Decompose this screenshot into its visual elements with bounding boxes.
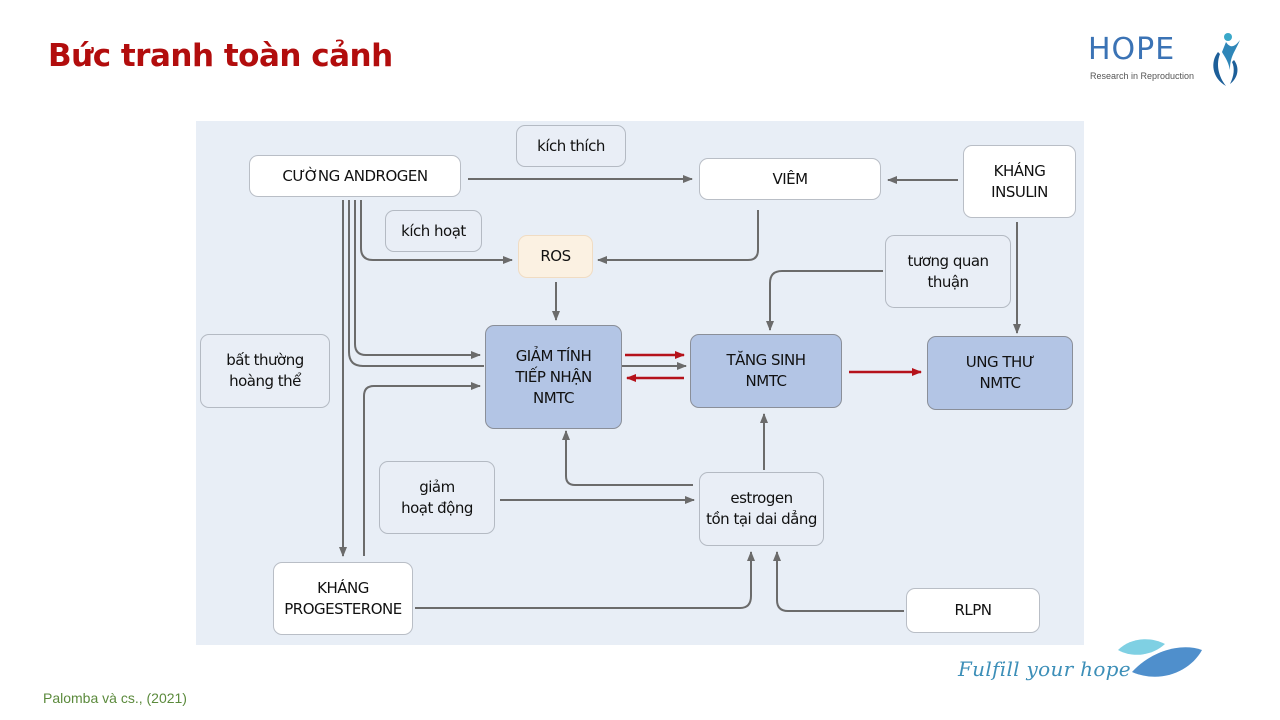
node-text: estrogen [730, 489, 793, 507]
figure-logo-icon [1213, 33, 1240, 86]
edge-label-tuong-quan-thuan: tương quan thuận [885, 235, 1011, 308]
slogan: Fulfill your hope [958, 657, 1131, 681]
slide-title: Bức tranh toàn cảnh [48, 38, 393, 74]
node-giam-tinh-tiep-nhan: GIẢM TÍNH TIẾP NHẬN NMTC [485, 325, 622, 429]
leaf-logo-icon [1118, 639, 1202, 677]
node-text: ROS [540, 247, 571, 265]
node-text: tương quan [907, 251, 989, 270]
node-text: KHÁNG [993, 161, 1046, 180]
node-text: kích thích [537, 136, 605, 155]
edge-label-kich-thich: kích thích [516, 125, 626, 167]
node-text: hoàng thể [229, 372, 301, 390]
node-ung-thu: UNG THƯ NMTC [927, 336, 1073, 410]
node-text: NMTC [745, 372, 787, 390]
node-text: NMTC [533, 388, 574, 407]
node-viem: VIÊM [699, 158, 881, 200]
node-text: RLPN [954, 601, 992, 619]
node-text: KHÁNG [317, 578, 369, 597]
edge-label-kich-hoat: kích hoạt [385, 210, 482, 252]
logo-wordmark: HOPE [1088, 32, 1176, 67]
node-text: tồn tại dai dẳng [706, 510, 817, 528]
node-text: PROGESTERONE [284, 599, 402, 618]
node-text: TIẾP NHẬN [515, 367, 592, 386]
node-text: INSULIN [991, 182, 1048, 201]
node-text: kích hoạt [401, 221, 466, 240]
node-text: NMTC [979, 374, 1021, 392]
node-text: CƯỜNG ANDROGEN [282, 166, 428, 185]
node-text: thuận [927, 272, 969, 291]
node-rlpn: RLPN [906, 588, 1040, 633]
node-estrogen: estrogen tồn tại dai dẳng [699, 472, 824, 546]
edge-label-giam-hoat-dong: giảm hoạt động [379, 461, 495, 534]
node-bat-thuong-hoang-the: bất thường hoàng thể [200, 334, 330, 408]
node-tang-sinh: TĂNG SINH NMTC [690, 334, 842, 408]
node-cuong-androgen: CƯỜNG ANDROGEN [249, 155, 461, 197]
hope-logo: HOPE Research in Reproduction [1088, 30, 1248, 90]
node-text: UNG THƯ [965, 353, 1035, 371]
node-khang-insulin: KHÁNG INSULIN [963, 145, 1076, 218]
node-text: giảm [419, 477, 455, 496]
node-text: bất thường [226, 351, 304, 369]
node-khang-progesterone: KHÁNG PROGESTERONE [273, 562, 413, 635]
citation: Palomba và cs., (2021) [43, 690, 187, 706]
node-ros: ROS [518, 235, 593, 278]
node-text: TĂNG SINH [726, 351, 806, 369]
node-text: hoạt động [401, 498, 473, 517]
logo-subtitle: Research in Reproduction [1090, 71, 1195, 81]
node-text: GIẢM TÍNH [515, 346, 592, 365]
node-text: VIÊM [772, 169, 808, 188]
